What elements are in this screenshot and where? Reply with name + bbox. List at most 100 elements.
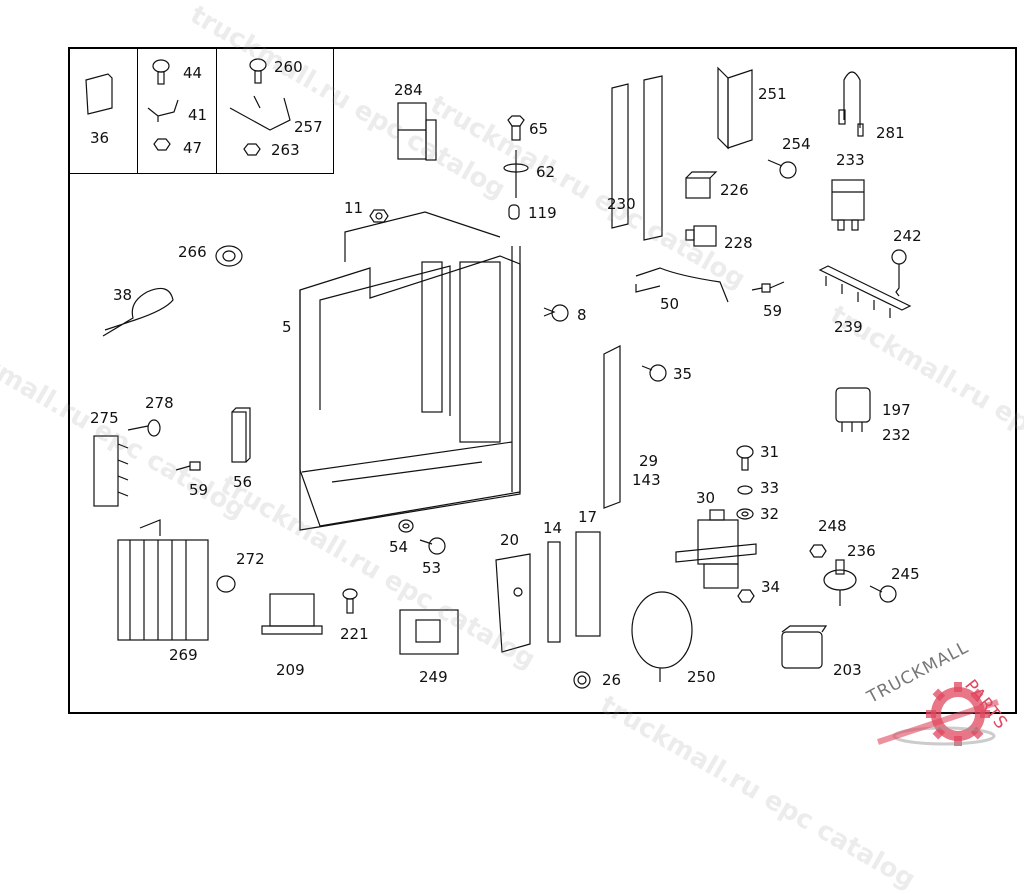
part-label-263[interactable]: 263 (271, 141, 300, 159)
part-278-screw (127, 419, 161, 437)
part-label-34[interactable]: 34 (761, 578, 781, 596)
part-11-nut (369, 209, 389, 223)
part-36-cap (85, 73, 113, 115)
part-228-relay (685, 225, 717, 247)
part-label-41[interactable]: 41 (188, 106, 208, 124)
part-label-32[interactable]: 32 (760, 505, 780, 523)
part-label-233[interactable]: 233 (836, 151, 865, 169)
part-label-5[interactable]: 5 (282, 318, 292, 336)
part-label-30[interactable]: 30 (696, 489, 716, 507)
part-label-56[interactable]: 56 (233, 473, 253, 491)
part-242-screw (891, 249, 907, 297)
part-281-wire (838, 71, 864, 137)
part-119-cap (508, 204, 520, 220)
part-label-26[interactable]: 26 (602, 671, 622, 689)
part-label-31[interactable]: 31 (760, 443, 780, 461)
part-17-strip (575, 531, 601, 637)
part-8-screw (543, 304, 569, 322)
part-label-266[interactable]: 266 (178, 243, 207, 261)
part-label-269[interactable]: 269 (169, 646, 198, 664)
part-226-relay (685, 171, 718, 199)
part-230-bracket (611, 75, 663, 241)
part-272-grommet (216, 575, 236, 593)
part-label-254[interactable]: 254 (782, 135, 811, 153)
part-35-screw (641, 364, 667, 382)
inset-box-260-257-263 (216, 47, 334, 174)
part-label-230[interactable]: 230 (607, 195, 636, 213)
part-label-260[interactable]: 260 (274, 58, 303, 76)
part-275-connector (93, 435, 129, 507)
part-263-nut (243, 143, 261, 156)
part-260-screw (249, 58, 267, 84)
part-label-53[interactable]: 53 (422, 559, 442, 577)
part-label-251[interactable]: 251 (758, 85, 787, 103)
part-label-17[interactable]: 17 (578, 508, 598, 526)
part-label-65[interactable]: 65 (529, 120, 549, 138)
part-label-249[interactable]: 249 (419, 668, 448, 686)
part-label-33[interactable]: 33 (760, 479, 780, 497)
part-label-62[interactable]: 62 (536, 163, 556, 181)
part-221-screw (342, 588, 358, 614)
part-38-cable-tie (102, 287, 174, 337)
part-47-nut (153, 138, 171, 151)
part-label-245[interactable]: 245 (891, 565, 920, 583)
part-30-switch (675, 509, 757, 589)
part-29-rail (603, 345, 621, 509)
part-label-8[interactable]: 8 (577, 306, 587, 324)
part-label-29[interactable]: 29 (639, 452, 659, 470)
part-32-washer (736, 508, 754, 520)
part-label-14[interactable]: 14 (543, 519, 563, 537)
part-label-209[interactable]: 209 (276, 661, 305, 679)
part-label-50[interactable]: 50 (660, 295, 680, 313)
part-label-278[interactable]: 278 (145, 394, 174, 412)
part-33-washer (737, 485, 753, 495)
part-label-272[interactable]: 272 (236, 550, 265, 568)
part-label-239[interactable]: 239 (834, 318, 863, 336)
part-label-203[interactable]: 203 (833, 661, 862, 679)
part-label-59a[interactable]: 59 (763, 302, 783, 320)
part-label-250[interactable]: 250 (687, 668, 716, 686)
part-label-54[interactable]: 54 (389, 538, 409, 556)
part-label-35[interactable]: 35 (673, 365, 693, 383)
part-label-47[interactable]: 47 (183, 139, 203, 157)
part-label-275[interactable]: 275 (90, 409, 119, 427)
part-label-242[interactable]: 242 (893, 227, 922, 245)
part-44-screw (152, 59, 170, 85)
part-251-bracket (717, 66, 753, 150)
part-label-38[interactable]: 38 (113, 286, 133, 304)
part-209-module (261, 593, 323, 635)
part-56-block (231, 407, 251, 463)
part-label-44[interactable]: 44 (183, 64, 203, 82)
part-53-screw (419, 537, 446, 555)
part-248-nut (809, 544, 827, 558)
part-54-washer (398, 519, 414, 533)
part-65-bolt (507, 115, 525, 141)
parts-drawing (85, 58, 912, 689)
part-label-257[interactable]: 257 (294, 118, 323, 136)
part-label-20[interactable]: 20 (500, 531, 520, 549)
part-label-36[interactable]: 36 (90, 129, 110, 147)
part-label-226[interactable]: 226 (720, 181, 749, 199)
part-label-11[interactable]: 11 (344, 199, 364, 217)
part-250-disc (631, 591, 693, 682)
part-label-281[interactable]: 281 (876, 124, 905, 142)
part-5-housing (299, 211, 521, 531)
part-label-197[interactable]: 197 (882, 401, 911, 419)
part-59b-pin (175, 461, 201, 471)
part-34-nut (737, 589, 755, 603)
part-label-248[interactable]: 248 (818, 517, 847, 535)
part-label-236[interactable]: 236 (847, 542, 876, 560)
part-label-143[interactable]: 143 (632, 471, 661, 489)
part-label-232[interactable]: 232 (882, 426, 911, 444)
part-label-284[interactable]: 284 (394, 81, 423, 99)
part-233-fuse-holder (831, 179, 865, 231)
part-236-sensor (823, 559, 857, 606)
part-249-switch-box (399, 609, 459, 655)
part-label-221[interactable]: 221 (340, 625, 369, 643)
part-label-119[interactable]: 119 (528, 204, 557, 222)
part-239-terminal-strip (818, 265, 912, 318)
part-245-screw (869, 585, 897, 603)
part-label-228[interactable]: 228 (724, 234, 753, 252)
part-label-59b[interactable]: 59 (189, 481, 209, 499)
gear-logo-icon (877, 682, 999, 746)
